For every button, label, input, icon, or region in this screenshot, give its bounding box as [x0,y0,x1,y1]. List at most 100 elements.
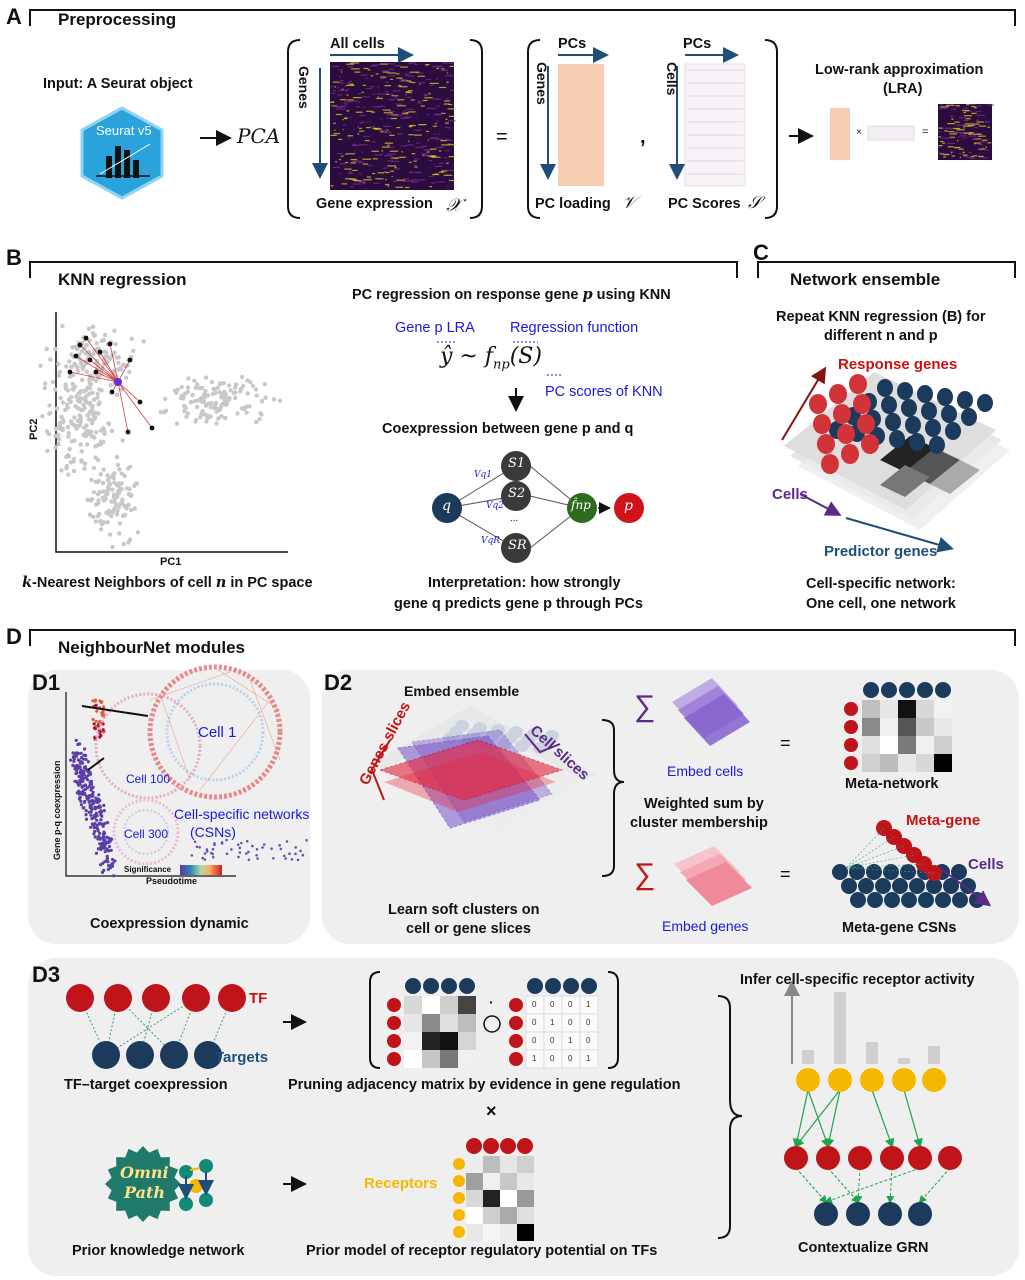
heatmap-cell [384,85,392,87]
heatmap-cell [383,125,392,127]
cell-point [60,427,65,433]
heatmap-cell [952,127,961,130]
coexpression-point [88,780,92,784]
cell-point [233,395,238,400]
cell-point [217,407,223,412]
heatmap-cell [968,104,976,106]
cell-point [38,363,43,368]
meta-network-cell [898,718,916,736]
heatmap-cell [347,135,353,137]
cell-point [97,511,102,517]
heatmap-cell [381,146,390,148]
cell-point [241,406,247,411]
heatmap-cell [363,135,370,137]
coexpression-point [294,846,298,849]
heatmap-cell [335,161,338,163]
heatmap-cell [338,158,341,161]
heatmap-cell [413,134,422,136]
gene-lra-label: Gene p LRA [395,320,475,336]
cell-point [117,531,122,536]
heatmap-cell [389,150,398,152]
heatmap-cell [446,98,449,100]
heatmap-cell [940,140,944,143]
heatmap-cell [369,121,371,123]
adjacency-cell [404,1014,422,1032]
sum-symbol-genes: ∑ [634,858,656,891]
predictor-node [921,402,937,420]
heatmap-cell [381,150,384,152]
cell-point [201,399,206,404]
heatmap-cell [403,116,412,118]
tf-node [104,984,132,1012]
heatmap-cell [973,142,981,144]
receptor-matrix-cell [483,1190,500,1207]
heatmap-cell [976,121,985,123]
heatmap-cell [431,137,439,139]
heatmap-cell [964,115,972,117]
grn-tf-node [938,1146,962,1170]
heatmap-cell [432,65,441,68]
cell-point [93,444,98,449]
coexpression-point [108,864,112,868]
coexpression-point [71,763,75,768]
cells-label-c: Cells [772,486,808,503]
heatmap-cell [330,86,333,88]
heatmap-cell [349,116,352,118]
binary-matrix-value: 0 [568,1000,573,1009]
heatmap-cell [332,85,335,87]
receptor-node [922,1068,946,1092]
adjacency-cell [422,1032,440,1050]
heatmap-cell [427,139,430,141]
coexpression-point [100,841,104,845]
heatmap-cell [330,123,331,125]
binary-matrix-value: 0 [532,1000,537,1009]
coexpression-dynamic-caption: Coexpression dynamic [90,916,249,932]
receptor-matrix-cell [517,1156,534,1173]
binary-row-node [509,998,523,1012]
predictor-node [909,433,925,451]
heatmap-cell [938,151,941,153]
cell-point [84,342,90,348]
heatmap-cell [396,127,401,129]
response-node [833,404,851,424]
response-node [829,384,847,404]
cell-point [271,397,277,402]
omnipath-logo-text-omni: Omni [120,1163,169,1182]
heatmap-cell [957,140,959,142]
heatmap-cell [971,123,980,125]
heatmap-cell [349,80,352,83]
receptor-matrix-col-node [483,1138,499,1154]
cell-point [226,383,232,388]
heatmap-cell [425,154,432,156]
heatmap-cell [950,150,953,152]
heatmap-cell [972,138,979,140]
heatmap-cell [987,104,994,106]
coexpression-point [86,760,90,764]
coexpression-point [251,844,254,848]
cell-point [244,410,249,415]
coexpression-point [72,756,76,760]
heatmap-cell [436,65,442,67]
binary-matrix-value: 1 [586,1054,591,1063]
tf-target-edge [854,1167,863,1204]
cell-point [205,393,211,398]
receptor-tf-edge [903,1089,923,1149]
coexpression-point [74,738,78,743]
significance-colorbar [180,865,222,875]
heatmap-cell [415,171,422,174]
node-s1-label: S1 [508,456,526,471]
heatmap-cell [971,106,976,108]
receptor-matrix-cell [500,1156,517,1173]
cell-point [198,415,203,420]
heatmap-cell [387,153,396,155]
heatmap-cell [377,105,382,108]
coexpression-point [190,854,194,857]
target-nodes [92,1041,222,1069]
heatmap-cell [336,87,340,89]
heatmap-cell [362,183,365,185]
coexpression-point [81,806,85,810]
receptor-tf-edge [871,1089,895,1149]
heatmap-cell [417,100,421,102]
heatmap-cell [979,157,988,159]
binary-matrix-value: 0 [532,1018,537,1027]
